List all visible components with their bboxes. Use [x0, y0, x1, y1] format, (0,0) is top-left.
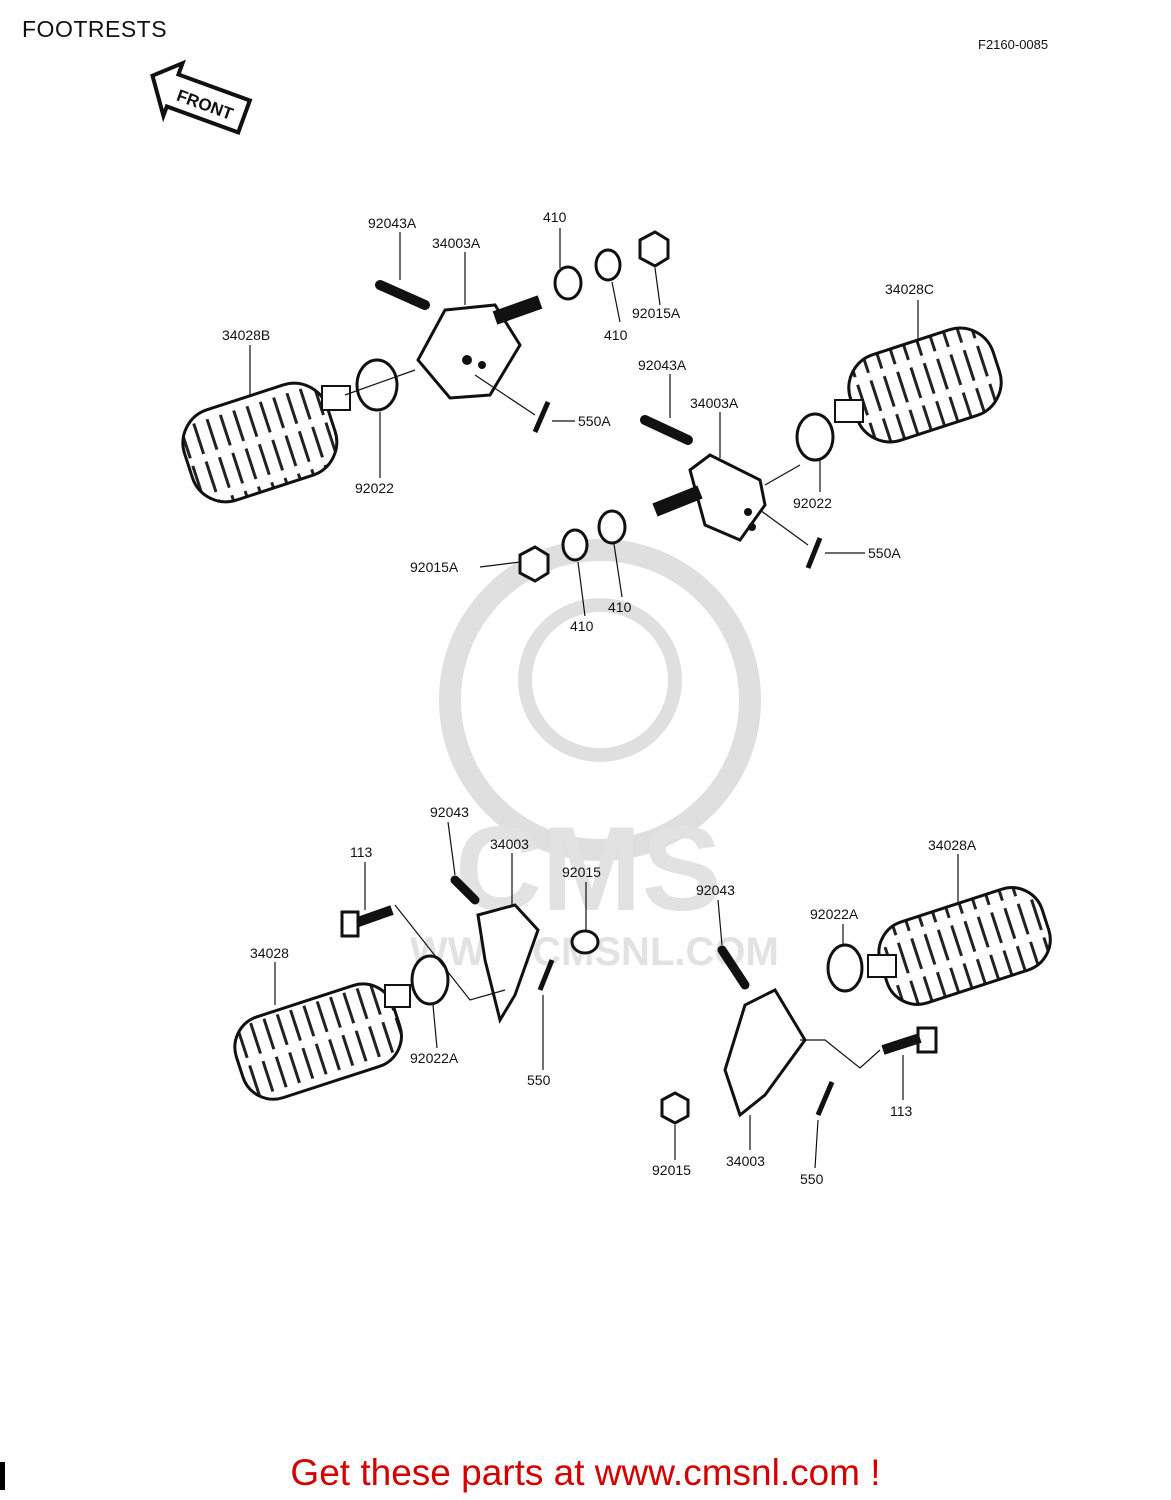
part-label: 34003A — [690, 395, 739, 411]
front-rh-nut — [638, 230, 670, 268]
part-label: 34003 — [726, 1153, 765, 1169]
front-lh-bracket — [652, 453, 767, 542]
part-label: 92043 — [696, 882, 735, 898]
rear-rh-pin — [450, 875, 480, 905]
front-lh-washer-plate — [795, 412, 835, 462]
leader-line — [764, 464, 801, 486]
part-label: 92043A — [368, 215, 417, 231]
front-rh-bolt — [375, 280, 430, 310]
rear-lh-bracket — [723, 988, 807, 1118]
part-label: 92015A — [410, 559, 459, 575]
part-label: 34003A — [432, 235, 481, 251]
part-labels: 92043A 34003A 410 410 92015A 34028B 9202… — [222, 209, 977, 1187]
front-lh-cotter-pin — [805, 537, 823, 569]
front-rh-washer-a — [553, 265, 583, 301]
part-label: 92043 — [430, 804, 469, 820]
front-rh-washer-plate — [355, 358, 399, 412]
label-leaders — [249, 228, 959, 1169]
rear-rh-washer-plate — [410, 954, 450, 1006]
leader-line — [394, 904, 506, 1001]
rear-lh-nut — [660, 1091, 690, 1125]
rear-lh-rubber — [867, 886, 1052, 1006]
front-arrow-icon: FRONT — [150, 59, 253, 135]
rear-lh-pin — [717, 945, 750, 990]
rear-lh-mount-bolt — [881, 1026, 938, 1055]
rear-rh-cotter-pin — [537, 959, 555, 991]
front-lh-washer-a — [561, 528, 589, 562]
part-label: 113 — [350, 844, 373, 860]
part-label: 92015 — [562, 864, 601, 880]
part-label: 410 — [543, 209, 567, 225]
leader-line — [344, 369, 416, 396]
part-label: 410 — [570, 618, 594, 634]
part-label: 34028B — [222, 327, 270, 343]
figure-code: F2160-0085 — [978, 37, 1049, 52]
front-lh-bolt — [640, 415, 693, 445]
part-label: 113 — [890, 1103, 913, 1119]
part-label: 92022 — [793, 495, 832, 511]
footer-link[interactable]: Get these parts at www.cmsnl.com ! — [0, 1452, 1171, 1494]
rear-rh-nut — [570, 929, 600, 955]
part-label: 92015A — [632, 305, 681, 321]
front-lh-nut — [518, 545, 550, 583]
part-label: 410 — [608, 599, 632, 615]
watermark-logo: CMS WWW.CMSNL.COM — [410, 539, 779, 974]
part-label: 92022 — [355, 480, 394, 496]
part-label: 34028C — [885, 281, 934, 297]
rear-lh-cotter-pin — [815, 1081, 835, 1116]
edge-mark — [0, 1462, 5, 1490]
part-label: 34028 — [250, 945, 289, 961]
leader-line — [759, 509, 809, 546]
part-label: 550 — [527, 1072, 551, 1088]
front-lh-washer-b — [597, 509, 627, 545]
front-rh-bracket — [416, 295, 543, 400]
rear-rh-bracket — [476, 903, 540, 1024]
part-label: 550 — [800, 1171, 824, 1187]
part-label: 92043A — [638, 357, 687, 373]
front-rh-rubber — [181, 381, 351, 504]
leader-line — [474, 374, 536, 416]
part-label: 550A — [578, 413, 611, 429]
part-label: 92022A — [410, 1050, 459, 1066]
rear-lh-washer-plate — [826, 943, 864, 993]
footer-link-text[interactable]: Get these parts at www.cmsnl.com ! — [290, 1452, 881, 1493]
part-label: 92022A — [810, 906, 859, 922]
rear-rh-rubber — [233, 982, 411, 1101]
part-label: 550A — [868, 545, 901, 561]
part-label: 410 — [604, 327, 628, 343]
parts-diagram: CMS WWW.CMSNL.COM FRONT — [150, 59, 1052, 1187]
part-label: 92015 — [652, 1162, 691, 1178]
leader-line — [800, 1039, 881, 1069]
part-label: 34003 — [490, 836, 529, 852]
rear-rh-mount-bolt — [340, 905, 394, 938]
front-lh-rubber — [834, 326, 1003, 444]
page-title: FOOTRESTS — [22, 16, 168, 42]
front-rh-cotter-pin — [532, 401, 551, 433]
part-label: 34028A — [928, 837, 977, 853]
front-rh-washer-b — [594, 248, 622, 282]
